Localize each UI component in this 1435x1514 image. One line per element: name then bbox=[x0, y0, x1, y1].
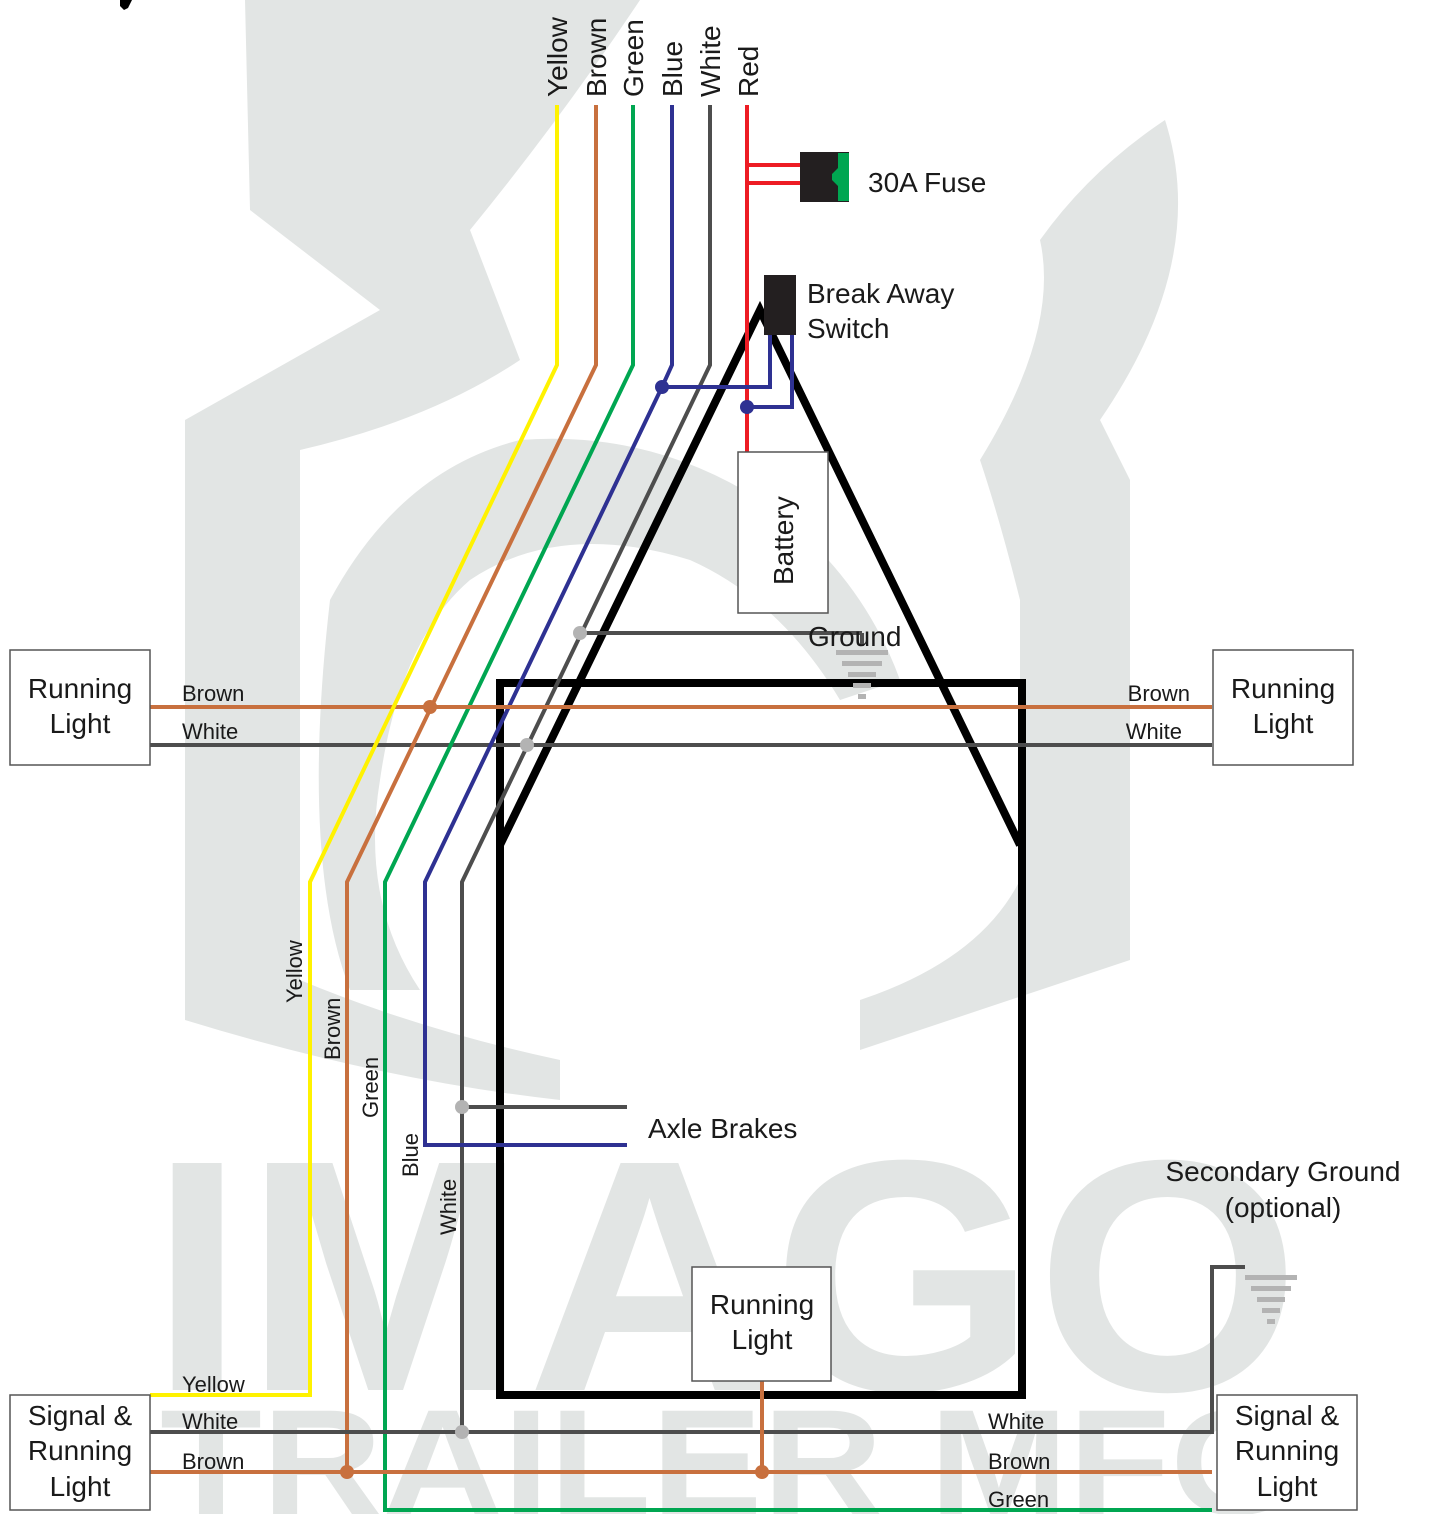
blue-wire bbox=[423, 105, 674, 1147]
brown-wire bbox=[345, 105, 1212, 1474]
svg-text:Light: Light bbox=[50, 708, 111, 739]
bottom-right-white-label: White bbox=[988, 1409, 1044, 1434]
left-brown-label: Brown bbox=[182, 681, 244, 706]
top-wire-labels: Yellow Brown Green Blue White Red bbox=[542, 16, 764, 97]
yellow-wire bbox=[150, 105, 559, 1397]
top-label-green: Green bbox=[618, 19, 649, 97]
left-running-light: Running Light bbox=[9, 649, 151, 766]
vert-label-green: Green bbox=[358, 1057, 383, 1118]
green-wire bbox=[383, 105, 1212, 1512]
ground-label: Ground bbox=[808, 621, 901, 652]
battery-box bbox=[737, 451, 829, 614]
vertical-wire-labels: Yellow Brown Green Blue White bbox=[282, 940, 461, 1235]
watermark-emblem bbox=[185, 0, 640, 1100]
vert-label-brown: Brown bbox=[320, 998, 345, 1060]
bottom-left-yellow-label: Yellow bbox=[182, 1372, 245, 1397]
top-label-blue: Blue bbox=[657, 41, 688, 97]
junctions bbox=[340, 380, 769, 1479]
breakaway-switch-icon bbox=[764, 275, 796, 335]
svg-text:Light: Light bbox=[732, 1324, 793, 1355]
battery-label: Battery bbox=[768, 496, 799, 585]
ground-icon bbox=[836, 650, 888, 699]
svg-text:Light: Light bbox=[1257, 1471, 1318, 1502]
bottom-right-green-label: Green bbox=[988, 1487, 1049, 1512]
rear-running-light: Running Light bbox=[691, 1266, 832, 1382]
axle-brakes-label: Axle Brakes bbox=[648, 1113, 797, 1144]
right-white-label: White bbox=[1126, 719, 1182, 744]
svg-text:Light: Light bbox=[50, 1471, 111, 1502]
bottom-left-white-label: White bbox=[182, 1409, 238, 1434]
right-running-light: Running Light bbox=[1212, 649, 1354, 766]
svg-text:Light: Light bbox=[1253, 708, 1314, 739]
watermark-line2: TRAILER MFG bbox=[160, 1378, 1300, 1514]
top-label-brown: Brown bbox=[581, 18, 612, 97]
breakaway-label-2: Switch bbox=[807, 313, 889, 344]
svg-text:Running: Running bbox=[710, 1289, 814, 1320]
breakaway-label-1: Break Away bbox=[807, 278, 954, 309]
svg-text:Running: Running bbox=[28, 673, 132, 704]
secondary-ground-label-2: (optional) bbox=[1225, 1192, 1342, 1223]
top-label-white: White bbox=[695, 25, 726, 97]
bottom-left-brown-label: Brown bbox=[182, 1449, 244, 1474]
left-signal-light: Signal & Running Light bbox=[9, 1394, 151, 1511]
left-white-label: White bbox=[182, 719, 238, 744]
fuse-icon bbox=[800, 152, 849, 202]
svg-text:Signal &: Signal & bbox=[1235, 1400, 1340, 1431]
fuse-label: 30A Fuse bbox=[868, 167, 986, 198]
bottom-right-brown-label: Brown bbox=[988, 1449, 1050, 1474]
top-label-red: Red bbox=[733, 46, 764, 97]
vert-label-blue: Blue bbox=[398, 1133, 423, 1177]
secondary-ground-icon bbox=[1245, 1275, 1297, 1324]
svg-text:Running: Running bbox=[1235, 1435, 1339, 1466]
vert-label-white: White bbox=[436, 1179, 461, 1235]
svg-text:Running: Running bbox=[1231, 673, 1335, 704]
top-label-yellow: Yellow bbox=[542, 16, 573, 97]
horizontal-wire-labels: Brown White Brown White Yellow White Bro… bbox=[182, 681, 1190, 1512]
right-signal-light: Signal & Running Light bbox=[1216, 1394, 1358, 1511]
svg-text:Running: Running bbox=[28, 1435, 132, 1466]
corner-mark-icon bbox=[120, 0, 132, 10]
svg-text:Signal &: Signal & bbox=[28, 1400, 133, 1431]
vert-label-yellow: Yellow bbox=[282, 940, 307, 1003]
secondary-ground-label-1: Secondary Ground bbox=[1165, 1156, 1400, 1187]
right-brown-label: Brown bbox=[1128, 681, 1190, 706]
watermark: IMAGO TRAILER MFG bbox=[150, 0, 1300, 1514]
